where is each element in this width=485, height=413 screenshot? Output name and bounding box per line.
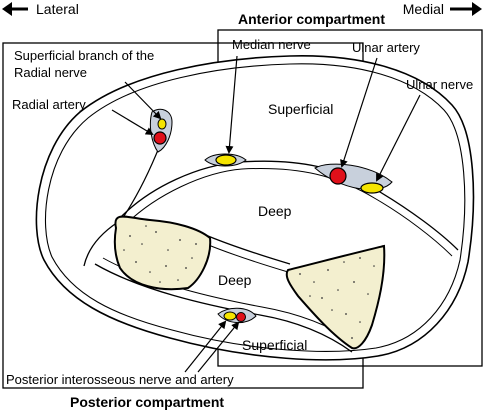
lateral-arrow-icon	[2, 2, 28, 16]
lateral-label: Lateral	[36, 1, 79, 17]
leader-median-nerve	[225, 55, 238, 154]
superficial-radial-nerve-dot	[157, 118, 167, 130]
radial-artery-dot	[153, 131, 167, 145]
posterior-interosseous-nerve-dot	[223, 311, 237, 321]
ulnar-artery-dot	[329, 167, 347, 185]
interosseous-membrane	[207, 235, 291, 265]
fascial-septum-anterior-inner	[123, 168, 453, 257]
leader-superficial-branch	[124, 81, 162, 120]
leader-ulnar-nerve	[376, 94, 421, 182]
superficial-branch-label-line1: Superficial branch of the	[14, 48, 154, 63]
deep-posterior-label: Deep	[218, 272, 252, 288]
bone-texture	[123, 225, 375, 339]
lateral-septum-radial	[119, 144, 161, 223]
leader-ulnar-artery	[340, 57, 378, 168]
ulnar-nerve-dot	[360, 182, 384, 194]
interosseous-membrane-2	[205, 243, 289, 273]
posterior-interosseous-artery-dot	[236, 312, 246, 322]
superficial-posterior-label: Superficial	[242, 337, 307, 353]
leader-posterior-interosseous-2	[197, 321, 240, 373]
radius-bone	[113, 215, 212, 291]
forearm-outline-inner	[44, 63, 466, 352]
fascial-septum-anterior	[117, 160, 459, 251]
median-nerve-label: Median nerve	[232, 37, 311, 52]
lateral-septum	[83, 221, 119, 267]
leader-radial-artery	[111, 109, 154, 136]
median-nerve-dot	[215, 154, 237, 166]
posterior-interosseous-label: Posterior interosseous nerve and artery	[6, 372, 234, 387]
superficial-branch-label-line2: Radial nerve	[14, 65, 87, 80]
medial-label: Medial	[403, 1, 444, 17]
leader-posterior-interosseous-1	[184, 320, 227, 373]
radial-artery-label: Radial artery	[12, 97, 86, 112]
deep-anterior-label: Deep	[258, 203, 292, 219]
anterior-compartment-label: Anterior compartment	[238, 11, 385, 27]
medial-arrow-icon	[450, 2, 482, 16]
ulnar-artery-label: Ulnar artery	[352, 40, 420, 55]
superficial-anterior-label: Superficial	[268, 101, 333, 117]
ulnar-nerve-label: Ulnar nerve	[406, 77, 473, 92]
posterior-compartment-label: Posterior compartment	[70, 394, 224, 410]
